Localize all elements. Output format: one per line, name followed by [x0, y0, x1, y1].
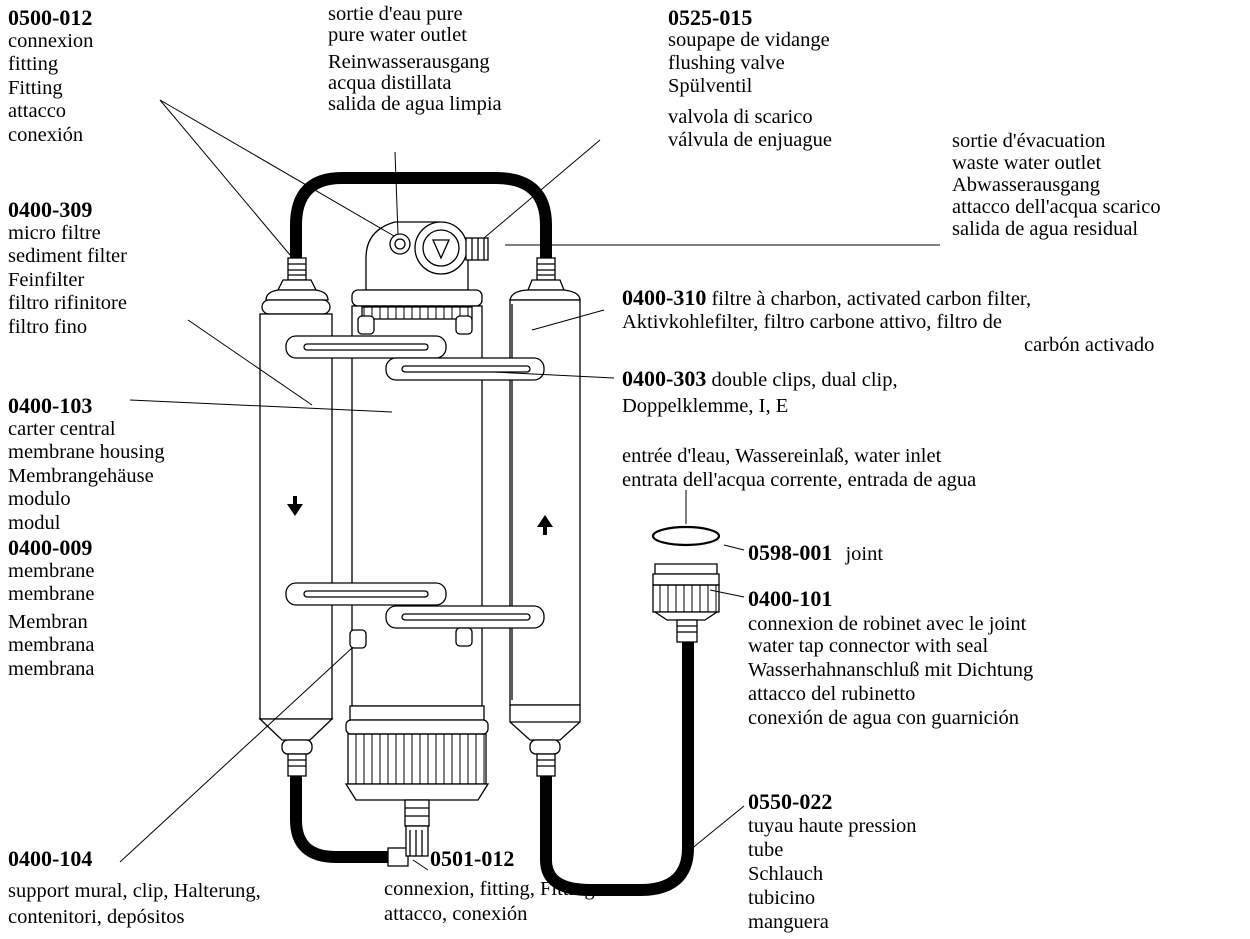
part-code: 0400-104: [8, 846, 93, 871]
label-line: soupape de vidange: [668, 29, 830, 51]
label-line: Schlauch: [748, 863, 824, 885]
label-line: support mural, clip, Halterung,: [8, 880, 261, 902]
label-line: manguera: [748, 911, 829, 933]
double-clips: [285, 315, 545, 649]
flow-arrows: [287, 496, 553, 535]
label-line: tube: [748, 839, 784, 861]
carbon-filter-cartridge: [509, 257, 581, 777]
label-wall-mount: 0400-104 support mural, clip, Halterung,…: [8, 846, 261, 930]
label-line: Reinwasserausgang: [328, 51, 490, 73]
label-line: Abwasserausgang: [952, 174, 1101, 196]
label-line: conexión: [8, 123, 84, 146]
part-code: 0400-103: [8, 393, 93, 418]
label-line: membrane: [8, 583, 95, 606]
label-line: sortie d'eau pure: [328, 3, 463, 25]
label-hose: 0550-022 tuyau haute pression tube Schla…: [748, 790, 917, 934]
label-tap-connector: 0400-101 connexion de robinet avec le jo…: [748, 586, 1034, 730]
label-line: tubicino: [748, 887, 816, 909]
label-line: filtre à charbon, activated carbon filte…: [711, 288, 1032, 310]
part-code: 0400-009: [8, 535, 93, 560]
label-line: connexion, fitting, Fitting: [384, 878, 595, 900]
tap-connector-body: [651, 525, 721, 643]
label-line: sediment filter: [8, 245, 127, 268]
part-code: 0400-101: [748, 586, 833, 611]
part-code: 0525-015: [668, 5, 753, 30]
label-line: entrée d'leau, Wassereinlaß, water inlet: [622, 445, 942, 467]
bottom-left-hose: [290, 776, 392, 863]
part-code: 0400-303: [622, 366, 707, 391]
label-line: attacco: [8, 100, 67, 123]
label-line: carbón activado: [1024, 334, 1155, 356]
label-micro-filter: 0400-309 micro filtre sediment filter Fe…: [8, 198, 127, 340]
label-water-inlet: entrée d'leau, Wassereinlaß, water inlet…: [622, 444, 976, 492]
label-line: pure water outlet: [328, 24, 467, 46]
label-line: double clips, dual clip,: [711, 369, 898, 391]
label-line: fitting: [8, 53, 59, 76]
label-line: salida de agua residual: [952, 218, 1139, 240]
label-line: Fitting: [8, 76, 63, 99]
label-joint: 0598-001 joint: [748, 541, 883, 567]
label-line: tuyau haute pression: [748, 815, 917, 837]
label-line: attacco dell'acqua scarico: [952, 196, 1161, 218]
label-line: modulo: [8, 488, 71, 511]
label-line: waste water outlet: [952, 152, 1102, 174]
label-line: carter central: [8, 417, 116, 440]
micro-filter-cartridge: [258, 257, 334, 777]
label-line: Wasserhahnanschluß mit Dichtung: [748, 659, 1034, 681]
label-line: membrana: [8, 657, 95, 680]
part-code: 0550-022: [748, 789, 833, 814]
label-line: conexión de agua con guarnición: [748, 707, 1019, 729]
seal-ring: [651, 525, 721, 547]
part-code: 0500-012: [8, 5, 93, 30]
label-line: filtro rifinitore: [8, 292, 127, 315]
part-code: 0598-001: [748, 540, 833, 565]
label-double-clips: 0400-303 double clips, dual clip, Doppel…: [622, 366, 898, 419]
label-membrane-housing: 0400-103 carter central membrane housing…: [8, 394, 165, 536]
label-pure-water-outlet: sortie d'eau pure pure water outlet Rein…: [328, 4, 502, 115]
label-membrane: 0400-009 membrane membrane Membran membr…: [8, 536, 95, 682]
top-hose: [290, 172, 552, 262]
label-line: membrane housing: [8, 441, 165, 464]
membrane-housing: [344, 221, 490, 827]
label-line: attacco del rubinetto: [748, 683, 916, 705]
part-code: 0400-309: [8, 197, 93, 222]
label-line: sortie d'évacuation: [952, 130, 1106, 152]
label-line: válvula de enjuague: [668, 129, 832, 151]
label-line: Aktivkohlefilter, filtro carbone attivo,…: [622, 311, 1003, 333]
label-line: Feinfilter: [8, 268, 85, 291]
part-code: 0400-310: [622, 285, 707, 310]
label-line: Membrangehäuse: [8, 464, 154, 487]
label-line: Membran: [8, 610, 88, 633]
label-line: connexion: [8, 29, 94, 52]
label-line: attacco, conexión: [384, 903, 528, 925]
label-fitting-top: 0500-012 connexion fitting Fitting attac…: [8, 6, 93, 148]
label-line: salida de agua limpia: [328, 93, 502, 115]
label-line: filtro fino: [8, 315, 88, 338]
label-waste-water-outlet: sortie d'évacuation waste water outlet A…: [952, 130, 1161, 240]
elbow-fitting: [387, 825, 429, 867]
label-line: modul: [8, 511, 61, 534]
label-line: Doppelklemme, I, E: [622, 395, 789, 417]
leader-lines: [119, 99, 940, 871]
label-line: acqua distillata: [328, 72, 452, 94]
label-line: micro filtre: [8, 221, 101, 244]
flushing-valve-body: [389, 221, 489, 275]
label-line: water tap connector with seal: [748, 635, 989, 657]
part-code: 0501-012: [430, 846, 515, 871]
label-line: valvola di scarico: [668, 106, 813, 128]
label-line: Spülventil: [668, 75, 753, 97]
label-line: membrana: [8, 634, 95, 657]
bottom-right-hose: [540, 620, 694, 896]
label-line: membrane: [8, 559, 95, 582]
label-line: joint: [845, 543, 884, 565]
label-carbon-filter: 0400-310 filtre à charbon, activated car…: [622, 286, 1154, 357]
label-line: contenitori, depósitos: [8, 906, 185, 928]
label-fitting-bottom: 0501-012 connexion, fitting, Fitting att…: [384, 846, 595, 927]
label-line: entrata dell'acqua corrente, entrada de …: [622, 469, 977, 491]
label-line: connexion de robinet avec le joint: [748, 613, 1027, 635]
label-flushing-valve: 0525-015 soupape de vidange flushing val…: [668, 6, 832, 152]
label-line: flushing valve: [668, 52, 785, 74]
